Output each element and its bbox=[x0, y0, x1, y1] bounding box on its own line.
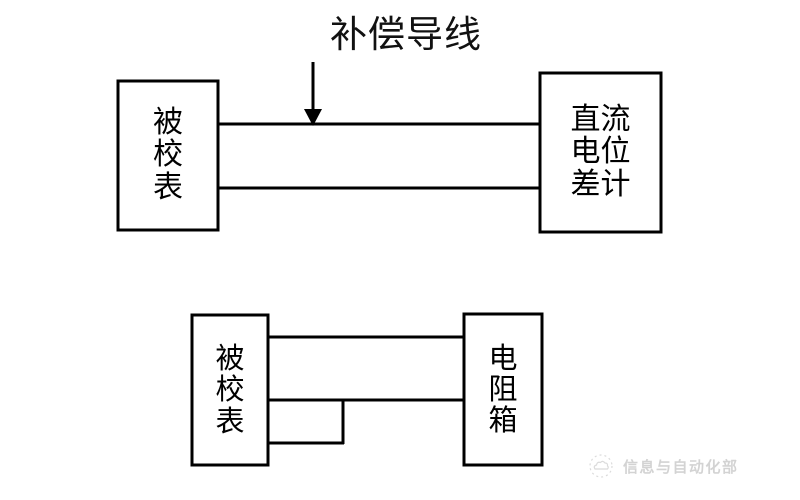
watermark: 信息与自动化部 bbox=[588, 453, 739, 479]
annotation-label-compensation-wire: 补偿导线 bbox=[330, 13, 482, 56]
watermark-text: 信息与自动化部 bbox=[623, 457, 739, 476]
bottom-diagram-group bbox=[190, 312, 544, 467]
box-resistance-decade bbox=[462, 312, 544, 467]
top-diagram-group bbox=[116, 62, 663, 234]
compensation-wire-arrow-icon bbox=[304, 62, 322, 126]
box-dc-potentiometer bbox=[538, 71, 663, 234]
box-device-under-test-top bbox=[116, 79, 220, 232]
cloud-logo-icon bbox=[588, 453, 614, 479]
box-device-under-test-bottom bbox=[190, 313, 270, 467]
